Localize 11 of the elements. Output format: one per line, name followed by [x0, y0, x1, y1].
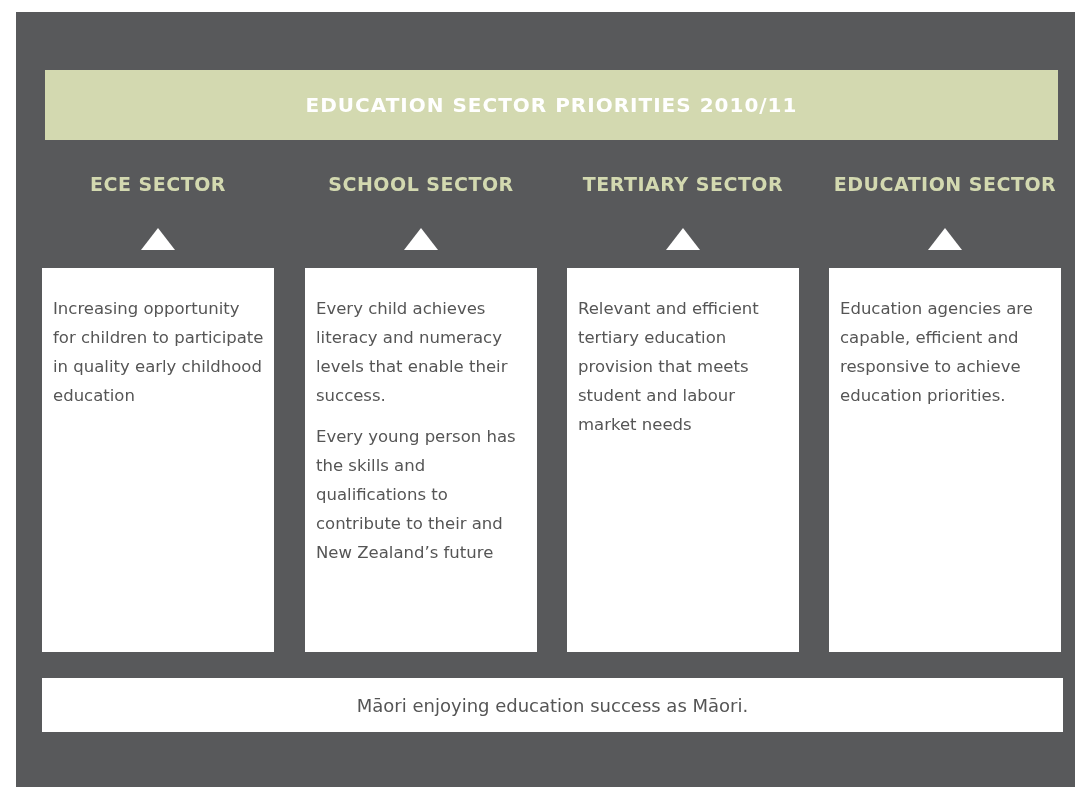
body-text: Every child achieves literacy and numeracy levels that enable their success.	[316, 298, 509, 407]
body-text: Increasing opportunity for children to participate in quality early childhood education	[53, 298, 265, 407]
sector-heading: SCHOOL SECTOR	[327, 173, 515, 195]
body-text: Every young person has the skills and qualifications to contribute to their and New Zealand’s future	[316, 426, 517, 564]
sector-heading: TERTIARY SECTOR	[581, 173, 785, 195]
body-text: Education agencies are capable, efficient and responsive to achieve education priorities.	[840, 298, 1034, 407]
body-text: Relevant and efficient tertiary education provision that meets student and labour market needs	[578, 298, 760, 436]
title-band: EDUCATION SECTOR PRIORITIES 2010/11	[45, 70, 1058, 140]
sector-heading: EDUCATION SECTOR	[832, 173, 1058, 195]
sector-heading: ECE SECTOR	[89, 173, 227, 195]
footer-band: Māori enjoying education success as Māori.	[42, 678, 1063, 732]
